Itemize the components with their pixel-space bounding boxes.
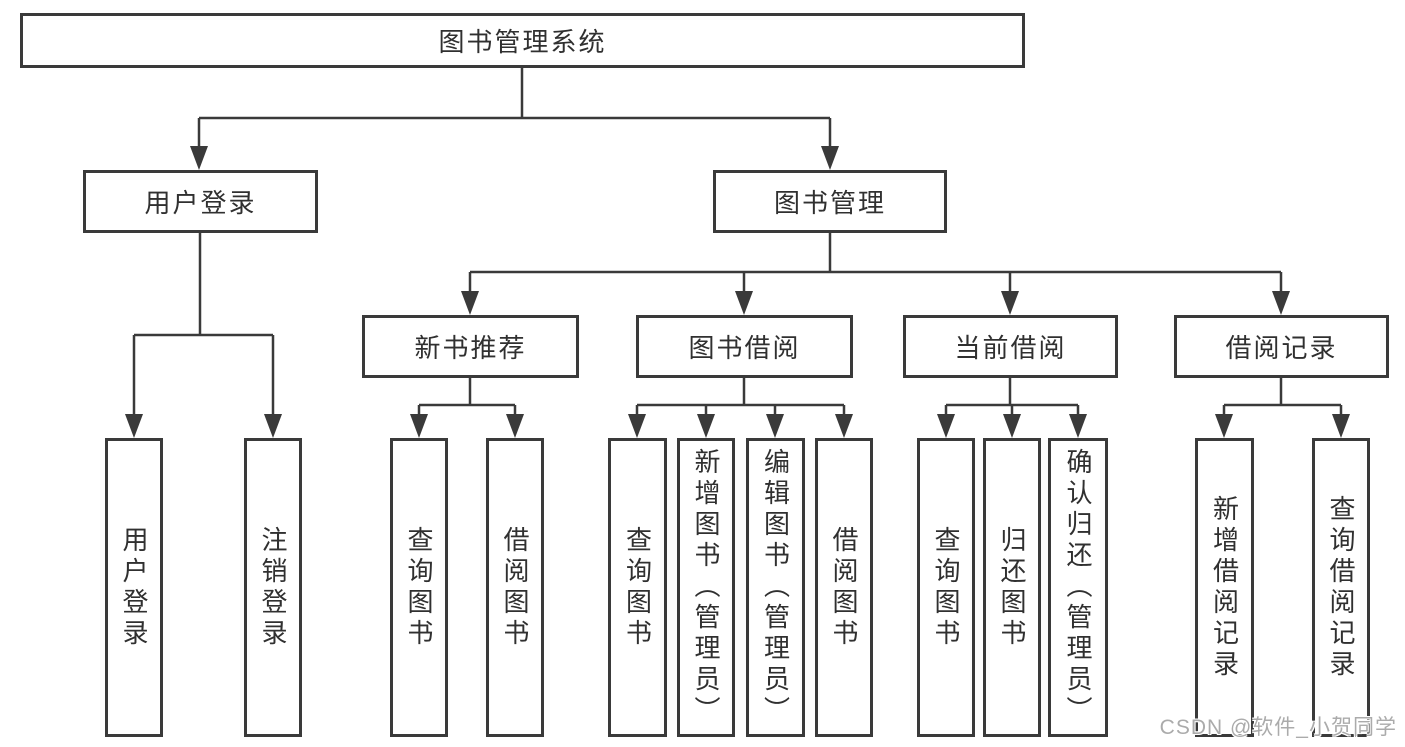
leaf-borrow-add-book-admin: 新增图书（管理员） (677, 438, 735, 737)
leaf-current-return-book-label: 归还图书 (997, 525, 1027, 650)
connector-borrow-records-branch (1222, 377, 1343, 415)
leaf-borrow-add-book-admin-label: 新增图书（管理员） (691, 448, 721, 727)
leaf-logout-label: 注销登录 (258, 525, 288, 650)
leaf-borrow-borrow-book: 借阅图书 (815, 438, 873, 737)
node-book-borrow-label: 图书借阅 (688, 333, 801, 363)
arrowhead-icon (766, 414, 784, 438)
leaf-borrow-borrow-book-label: 借阅图书 (829, 525, 859, 650)
arrowhead-icon (821, 146, 839, 170)
arrowhead-icon (264, 414, 282, 438)
node-root: 图书管理系统 (20, 13, 1025, 68)
node-borrow-records-label: 借阅记录 (1225, 333, 1338, 363)
leaf-borrow-query-book-label: 查询图书 (622, 525, 653, 650)
leaf-records-add-record-label: 新增借阅记录 (1209, 494, 1240, 681)
connector-root-branch (197, 66, 832, 147)
leaf-current-confirm-return-admin: 确认归还（管理员） (1048, 438, 1108, 737)
leaf-current-query-book: 查询图书 (917, 438, 975, 737)
connector-new-book-branch (417, 377, 517, 415)
leaf-borrow-edit-book-admin: 编辑图书（管理员） (746, 438, 805, 737)
leaf-borrow-edit-book-admin-label: 编辑图书（管理员） (760, 448, 791, 727)
arrowhead-icon (506, 414, 524, 438)
arrowhead-group (125, 146, 1350, 438)
node-new-book-recommend-label: 新书推荐 (414, 333, 527, 363)
arrowhead-icon (697, 414, 715, 438)
leaf-recommend-query-book-label: 查询图书 (404, 525, 434, 650)
arrowhead-icon (628, 414, 646, 438)
arrowhead-icon (735, 291, 753, 315)
arrowhead-icon (461, 291, 479, 315)
leaf-recommend-borrow-book-label: 借阅图书 (500, 525, 530, 650)
leaf-records-add-record: 新增借阅记录 (1195, 438, 1254, 737)
connector-current-borrow-branch (944, 377, 1080, 415)
arrowhead-icon (937, 414, 955, 438)
node-borrow-records: 借阅记录 (1174, 315, 1389, 378)
arrowhead-icon (1332, 414, 1350, 438)
watermark-text: CSDN @软件_小贺同学 (1159, 716, 1397, 739)
arrowhead-icon (835, 414, 853, 438)
leaf-current-confirm-return-admin-label: 确认归还（管理员） (1063, 448, 1093, 727)
connector-book-borrow-branch (635, 377, 846, 415)
node-book-mgmt: 图书管理 (713, 170, 947, 233)
leaf-current-return-book: 归还图书 (983, 438, 1041, 737)
leaf-recommend-borrow-book: 借阅图书 (486, 438, 544, 737)
node-user-login-label: 用户登录 (144, 188, 257, 218)
connector-user-login-branch (132, 231, 275, 415)
node-current-borrow-label: 当前借阅 (954, 333, 1067, 363)
leaf-current-query-book-label: 查询图书 (931, 525, 961, 650)
leaf-recommend-query-book: 查询图书 (390, 438, 448, 737)
leaf-records-query-record-label: 查询借阅记录 (1326, 494, 1356, 681)
node-current-borrow: 当前借阅 (903, 315, 1118, 378)
arrowhead-icon (125, 414, 143, 438)
node-book-borrow: 图书借阅 (636, 315, 853, 378)
arrowhead-icon (1215, 414, 1233, 438)
node-new-book-recommend: 新书推荐 (362, 315, 579, 378)
arrowhead-icon (1003, 414, 1021, 438)
arrowhead-icon (1001, 291, 1019, 315)
leaf-logout: 注销登录 (244, 438, 302, 737)
node-book-mgmt-label: 图书管理 (773, 188, 886, 218)
node-user-login: 用户登录 (83, 170, 318, 233)
leaf-records-query-record: 查询借阅记录 (1312, 438, 1370, 737)
connector-book-mgmt-branch (468, 231, 1283, 292)
node-root-label: 图书管理系统 (438, 27, 607, 57)
leaf-borrow-query-book: 查询图书 (608, 438, 667, 737)
leaf-user-login-label: 用户登录 (119, 525, 149, 650)
arrowhead-icon (1272, 291, 1290, 315)
arrowhead-icon (190, 146, 208, 170)
leaf-user-login: 用户登录 (105, 438, 163, 737)
arrowhead-icon (410, 414, 428, 438)
arrowhead-icon (1069, 414, 1087, 438)
